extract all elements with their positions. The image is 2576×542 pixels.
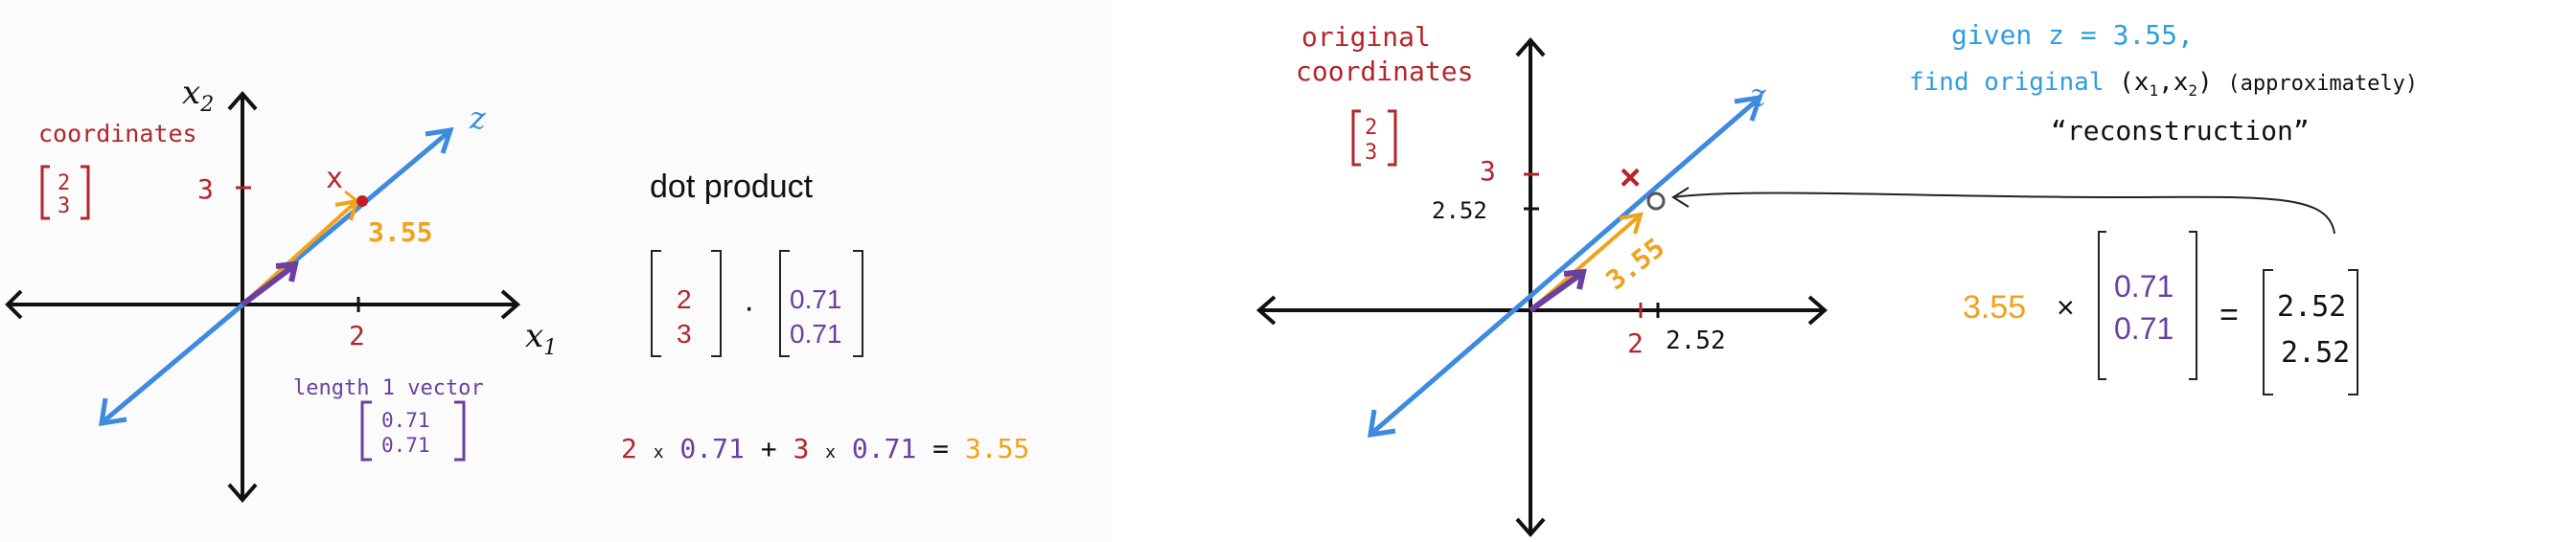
left-diagram: x2 x1 z coordinates 2 3 3 2 x 3.55 lengt… [5,74,1029,504]
unit-vector-label: length 1 vector [293,376,484,400]
dot-equation: 2 x 0.71 + 3 x 0.71 = 3.55 [621,433,1029,464]
unit-vector-bracket [360,400,466,462]
right-coord-1: 3 [1365,141,1377,165]
right-diagram: original coordinates 2 3 z 3 2.52 2 2.52… [1255,19,2418,538]
eq-vector-0: 0.71 [2114,269,2174,304]
z-axis-label: z [469,100,487,136]
right-tick-y2-label: 2.52 [1432,197,1487,224]
dot-right-0: 0.71 [790,284,842,314]
tick-x-label: 2 [349,320,365,351]
eq-vector-bracket [2098,231,2197,380]
x1-axis [5,289,521,320]
projection-value: 3.55 [368,216,432,248]
coord-vector-0: 2 [58,171,70,195]
tick-y-label: 3 [197,173,214,205]
dot-symbol: · [744,289,754,326]
reconstruction-label: “reconstruction” [2051,115,2310,147]
point-marker: x [326,162,343,195]
x1-axis-label: x1 [525,317,557,360]
data-point [356,195,368,207]
eq-result-0: 2.52 [2277,290,2346,324]
right-x2-axis [1515,36,1546,538]
original-label-2: coordinates [1296,56,1473,87]
reconstructed-point [1646,192,1666,211]
eq-equals: = [2220,297,2239,333]
left-panel: x2 x1 z coordinates 2 3 3 2 x 3.55 lengt… [0,0,1112,542]
eq-vector-1: 0.71 [2114,311,2174,346]
right-tick-x2-label: 2.52 [1666,327,1726,355]
unit-vector-arrow [241,260,299,307]
unit-vector-1: 0.71 [381,434,430,457]
right-unit-vector-arrow [1529,268,1587,313]
dot-product-title: dot product [650,169,814,205]
right-tick-x-label: 2 [1627,327,1644,359]
unit-vector-0: 0.71 [381,409,430,432]
dot-left-bracket [651,250,722,357]
eq-result-1: 2.52 [2281,336,2350,370]
x2-axis [227,90,258,504]
right-coord-0: 2 [1365,116,1377,140]
dot-left-1: 3 [677,319,692,349]
dot-right-1: 0.71 [790,319,842,349]
eq-result-bracket [2263,269,2358,395]
right-x1-axis [1255,295,1828,326]
dot-left-0: 2 [677,284,692,314]
right-z-label: z [1749,77,1767,113]
coordinates-bracket [40,165,90,220]
coord-vector-1: 3 [58,194,70,218]
find-line: find original (x1,x2) (approximately) [1909,68,2418,100]
right-tick-y-label: 3 [1480,155,1496,187]
original-label-1: original [1301,21,1431,53]
reconstruction-arrow [1671,187,2335,235]
right-z-axis [1368,94,1763,438]
right-coords-bracket [1351,109,1397,167]
coordinates-label: coordinates [38,120,197,147]
eq-times: × [2057,290,2075,325]
given-line: given z = 3.55, [1951,19,2194,51]
right-point-marker: × [1620,158,1641,198]
eq-scalar: 3.55 [1963,289,2026,326]
dot-right-bracket [779,250,863,357]
x2-axis-label: x2 [182,74,214,117]
right-panel: original coordinates 2 3 z 3 2.52 2 2.52… [1246,0,2576,542]
